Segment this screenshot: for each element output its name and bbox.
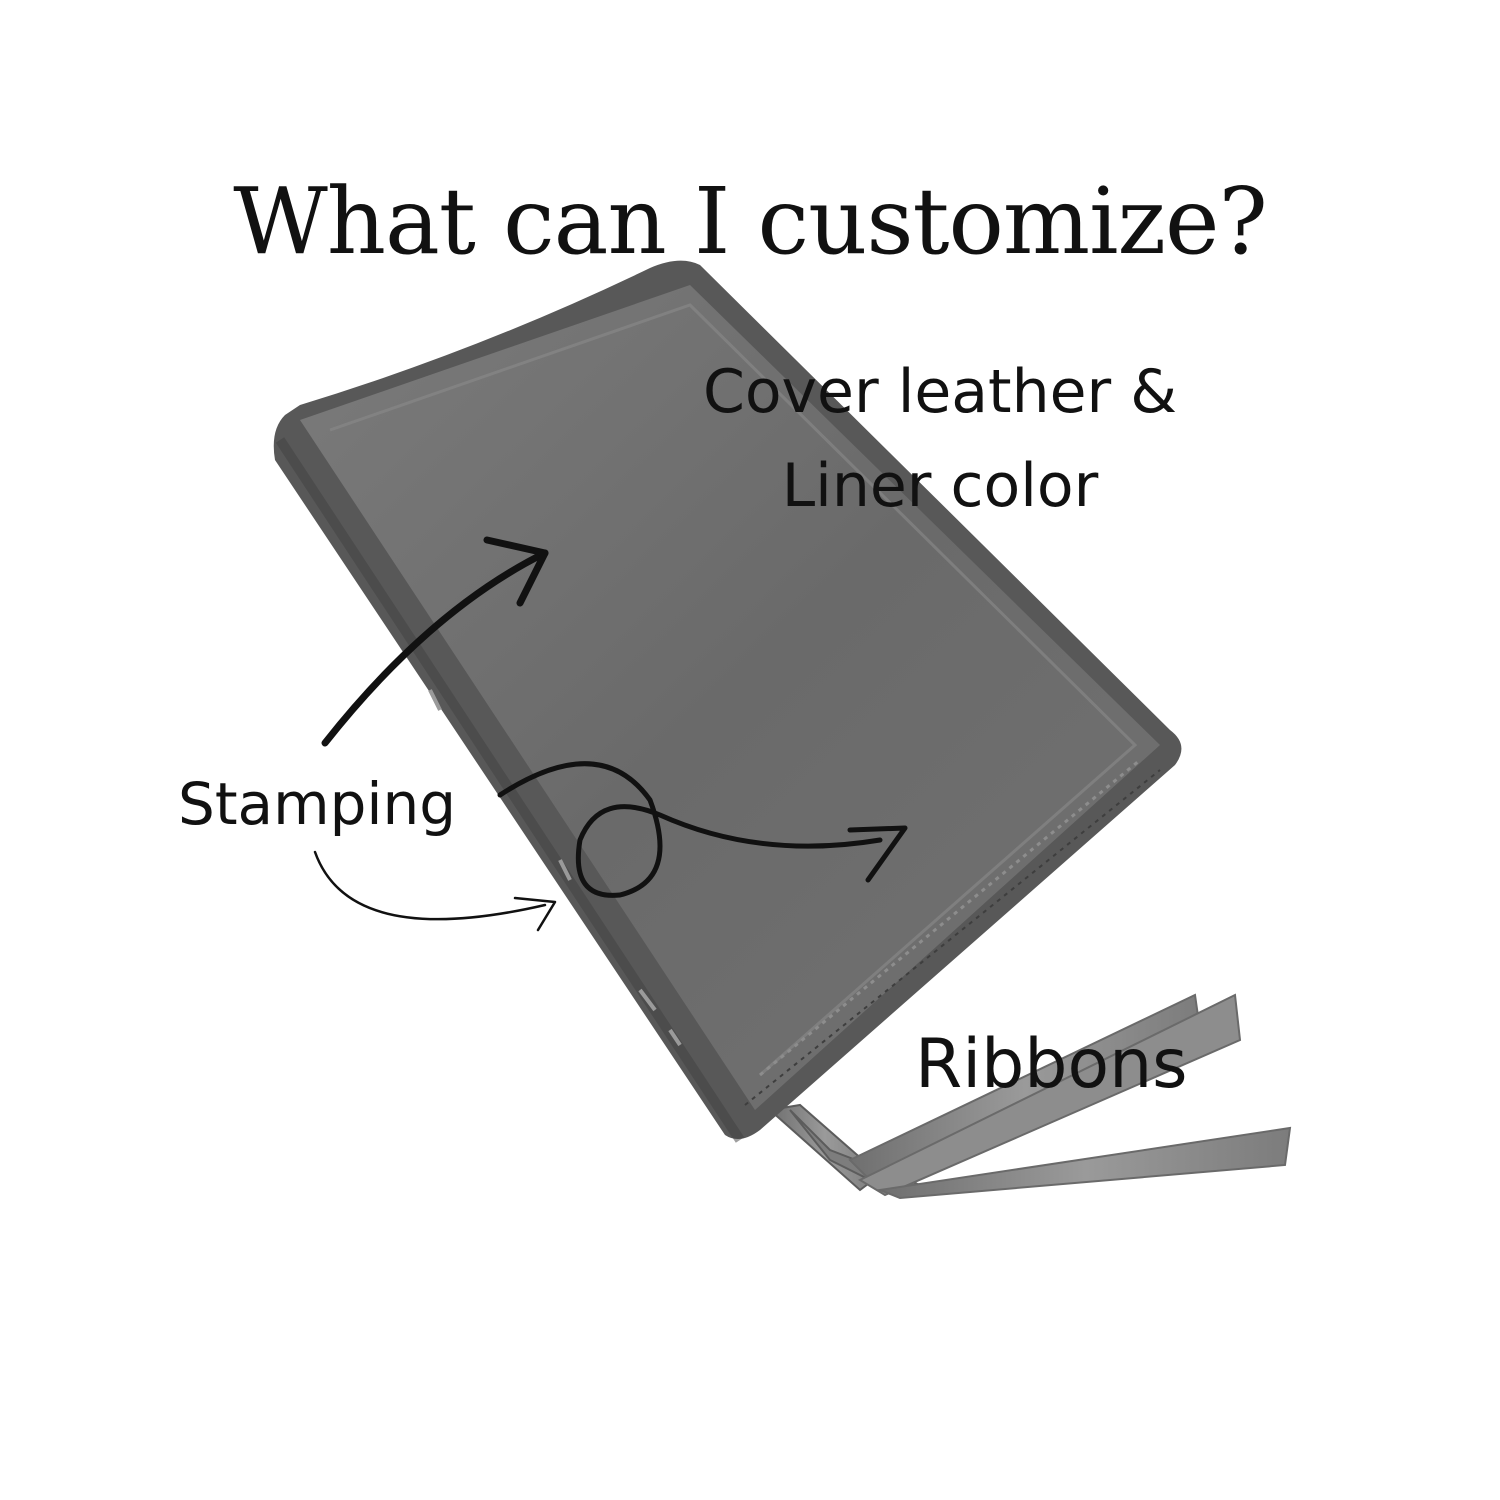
cover-label-line2: Liner color [781,451,1099,521]
arrows [313,536,908,932]
arrow-to-cover-icon [321,549,549,747]
arrow-loop-to-cover-icon [497,761,883,898]
page-title: What can I customize? [233,168,1268,275]
arrow-to-spine-icon [313,850,547,921]
ribbons [767,993,1292,1200]
cover-leather-label: Cover leather & Liner color [640,345,1240,533]
ribbons-label: Ribbons [915,1025,1188,1104]
cover-label-line1: Cover leather & [702,357,1178,427]
stamping-label: Stamping [178,770,457,838]
